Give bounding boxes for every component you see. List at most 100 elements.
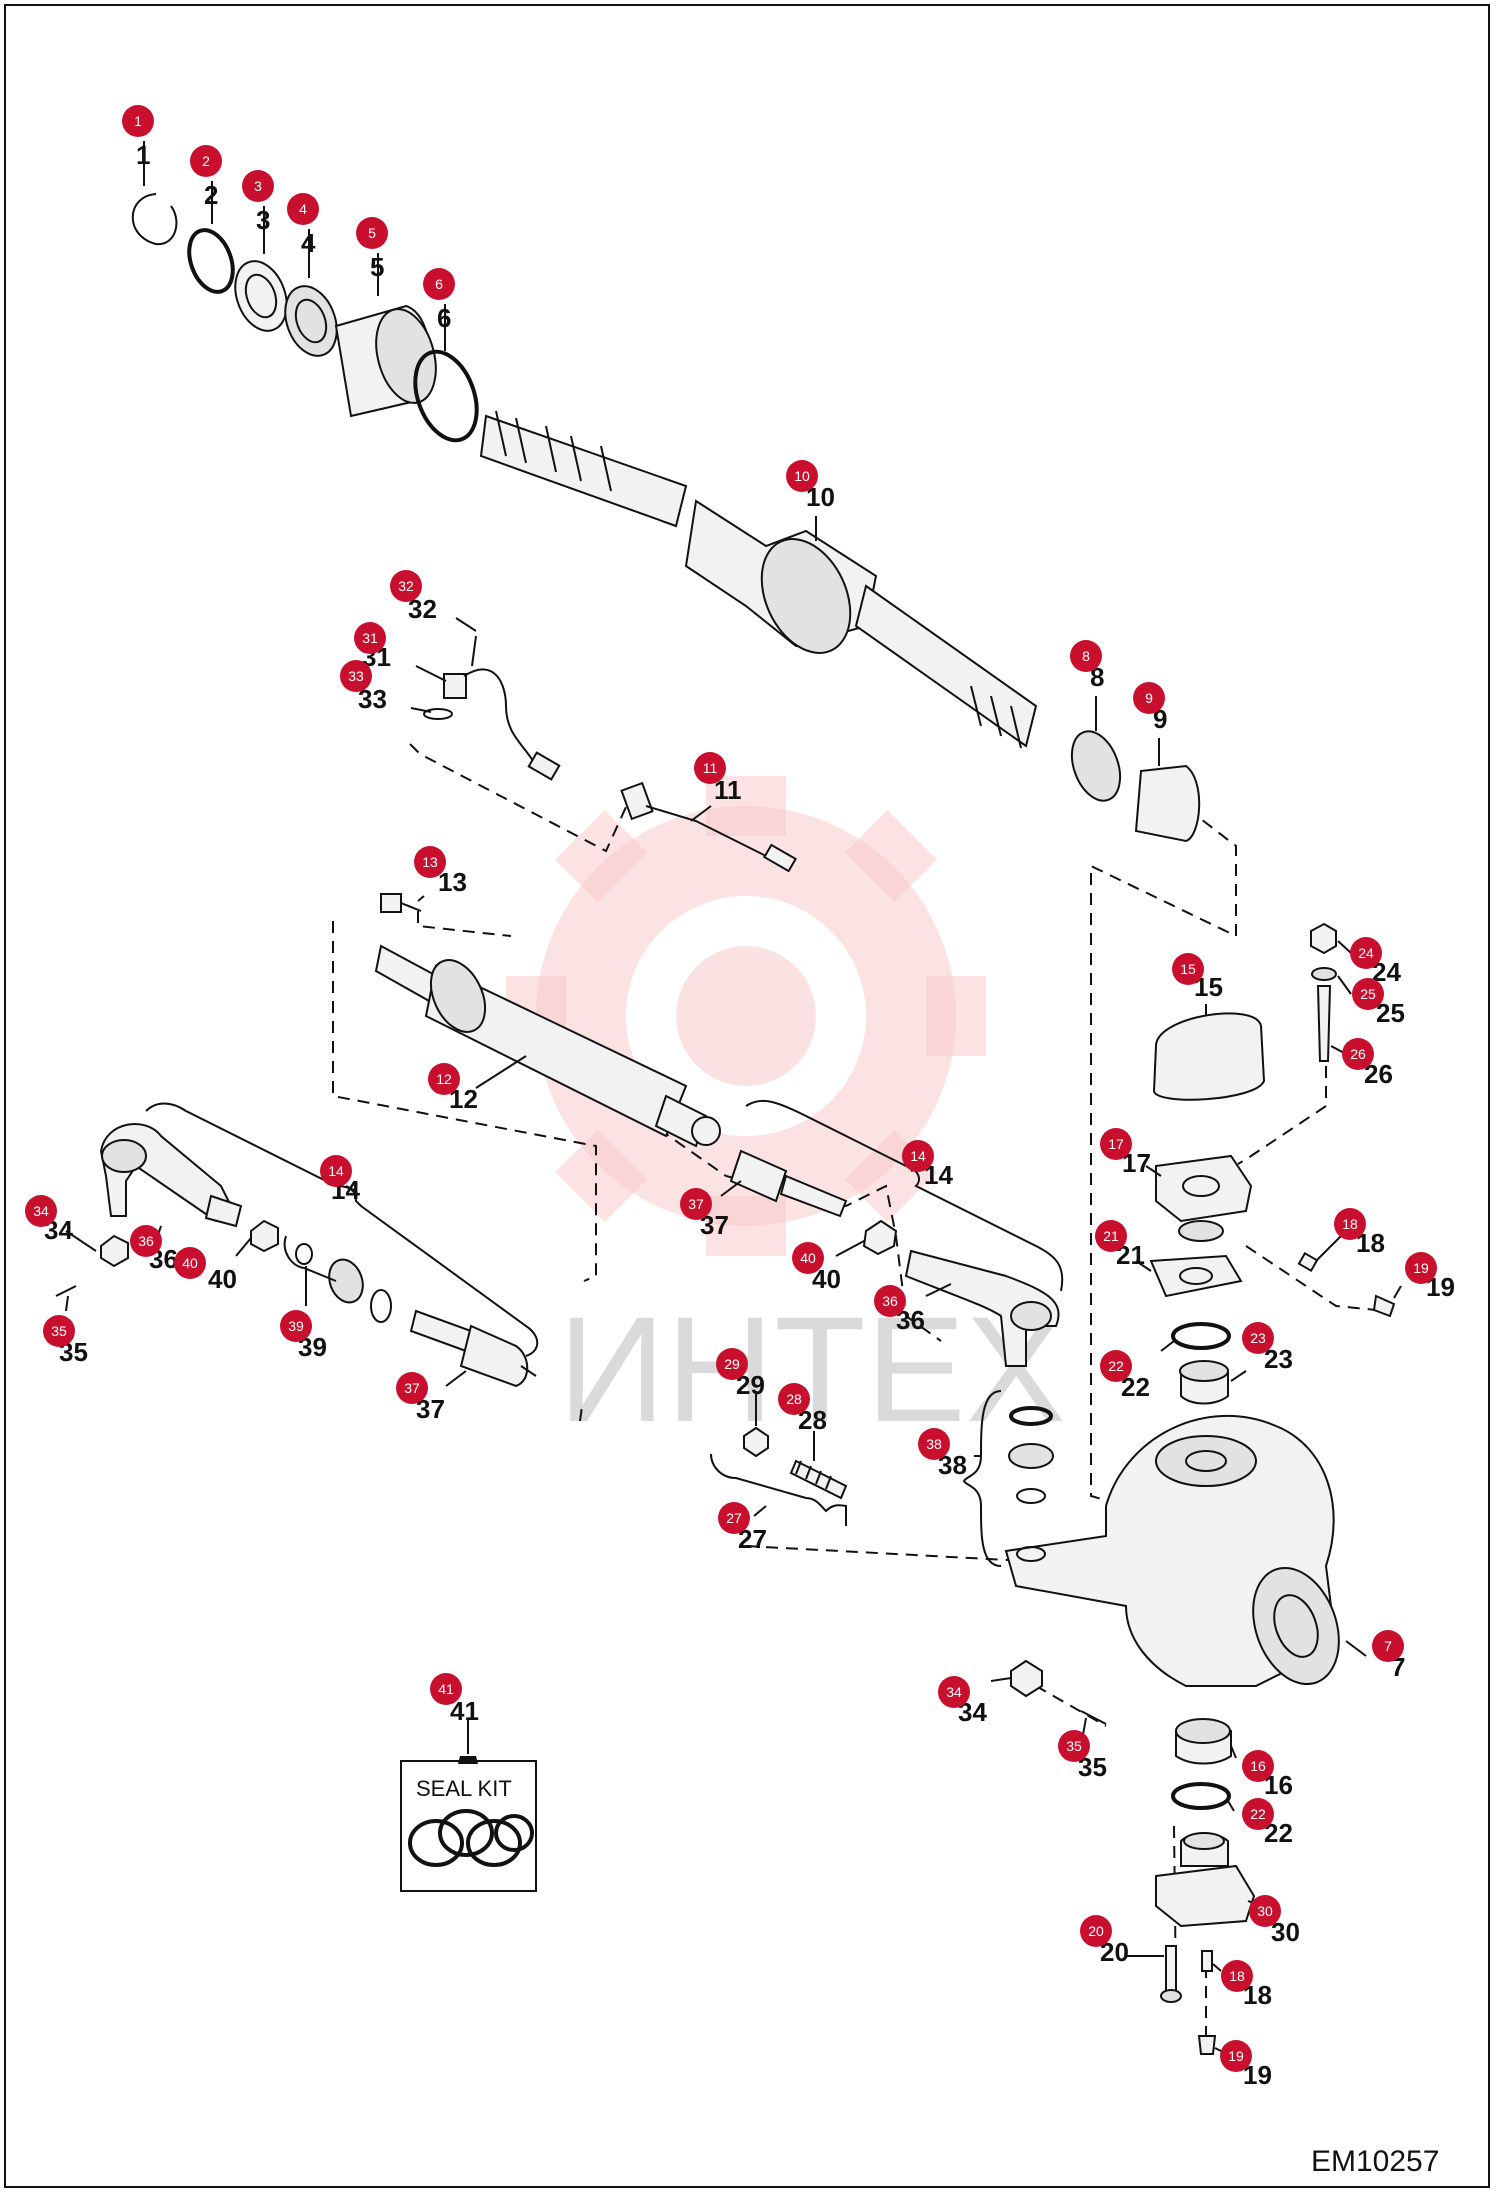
- callout-badge-number: 16: [1250, 1758, 1266, 1774]
- diagram-code: EM10257: [1311, 2145, 1439, 2178]
- pin-35: [55, 1285, 77, 1297]
- callout-leader: [345, 1185, 357, 1192]
- callout-badge-number: 2: [202, 153, 210, 169]
- callout-badge: [1242, 1798, 1274, 1830]
- callout-badge: [122, 105, 154, 137]
- callout-badge-number: 7: [1384, 1638, 1392, 1654]
- callout-badge: [130, 1225, 162, 1257]
- callout-badge: [340, 660, 372, 692]
- cap-15: [1152, 1012, 1266, 1101]
- callout-badge: [396, 1372, 428, 1404]
- cap-19-lower: [1197, 2035, 1217, 2055]
- callout-badge: [280, 1310, 312, 1342]
- screw-32: [471, 635, 477, 667]
- callout-badge-number: 21: [1103, 1228, 1119, 1244]
- nut-34: [100, 1234, 129, 1268]
- callout-leader: [1393, 1285, 1402, 1299]
- stud-26: [1316, 985, 1332, 1062]
- callout-badge: [1334, 1208, 1366, 1240]
- callout-badge: [694, 752, 726, 784]
- callout-leader: [1315, 1235, 1342, 1262]
- callout-badge-number: 29: [724, 1356, 740, 1372]
- callout-badge: [938, 1676, 970, 1708]
- callout-badge-number: 35: [51, 1323, 67, 1339]
- pin-35-lower: [1080, 1710, 1107, 1725]
- watermark: ИНТЕХ: [506, 776, 1066, 1453]
- callout-number: 13: [438, 867, 467, 897]
- callout-badge: [1342, 1038, 1374, 1070]
- callout-badge-number: 22: [1250, 1806, 1266, 1822]
- callout-leader: [415, 665, 447, 682]
- callout-badge: [430, 1673, 462, 1705]
- callout-2: 22: [190, 145, 222, 224]
- callout-badge-number: 35: [1066, 1738, 1082, 1754]
- callout-number: 3: [256, 205, 270, 235]
- callout-badge: [25, 1195, 57, 1227]
- callout-badge-number: 26: [1350, 1046, 1366, 1062]
- callout-leader: [1135, 1260, 1152, 1272]
- cap-19: [1372, 1294, 1396, 1318]
- callout-leader: [1160, 1340, 1175, 1352]
- callout-badge: [428, 1063, 460, 1095]
- callout-leader: [417, 895, 425, 902]
- callout-badge-number: 27: [726, 1510, 742, 1526]
- callout-leader: [65, 1230, 97, 1252]
- callout-badge: [1405, 1252, 1437, 1284]
- callout-badge: [1220, 2040, 1252, 2072]
- callout-badge: [786, 460, 818, 492]
- brackets: [145, 1099, 1064, 1567]
- o-ring-22: [1171, 1322, 1231, 1350]
- callout-badge-number: 14: [910, 1148, 926, 1164]
- ball-joint-37-left: [409, 1309, 473, 1353]
- washer-33: [423, 708, 453, 720]
- callout-badge-number: 40: [800, 1250, 816, 1266]
- callout-leader: [720, 1180, 742, 1197]
- callout-badge-number: 30: [1257, 1903, 1273, 1919]
- callout-badge-number: 22: [1108, 1358, 1124, 1374]
- o-ring-6: [413, 349, 479, 443]
- callout-badge-number: 9: [1145, 690, 1153, 706]
- callout-leader: [1212, 1963, 1222, 1972]
- callout-leader: [410, 707, 432, 713]
- callout-badge: [718, 1502, 750, 1534]
- callout-badge-number: 20: [1088, 1923, 1104, 1939]
- callout-badge-number: 33: [348, 668, 364, 684]
- callout-badge: [1242, 1322, 1274, 1354]
- callout-badge-number: 17: [1108, 1136, 1124, 1152]
- snap-ring-2: [187, 228, 235, 294]
- callout-badge: [1242, 1750, 1274, 1782]
- seal-8: [1070, 730, 1122, 802]
- callout-badge: [1350, 937, 1382, 969]
- callout-badge: [414, 846, 446, 878]
- seal-kit: SEAL KIT: [400, 1728, 537, 1892]
- callout-badge: [1100, 1350, 1132, 1382]
- callout-number: 4: [301, 228, 316, 258]
- callout-badge-number: 37: [688, 1196, 704, 1212]
- callout-leader: [1345, 1640, 1367, 1657]
- callout-badge-number: 10: [794, 468, 810, 484]
- callout-badge: [902, 1140, 934, 1172]
- callout-badge: [1352, 978, 1384, 1010]
- callout-leader: [1145, 1165, 1162, 1177]
- callout-badge-number: 25: [1360, 986, 1376, 1002]
